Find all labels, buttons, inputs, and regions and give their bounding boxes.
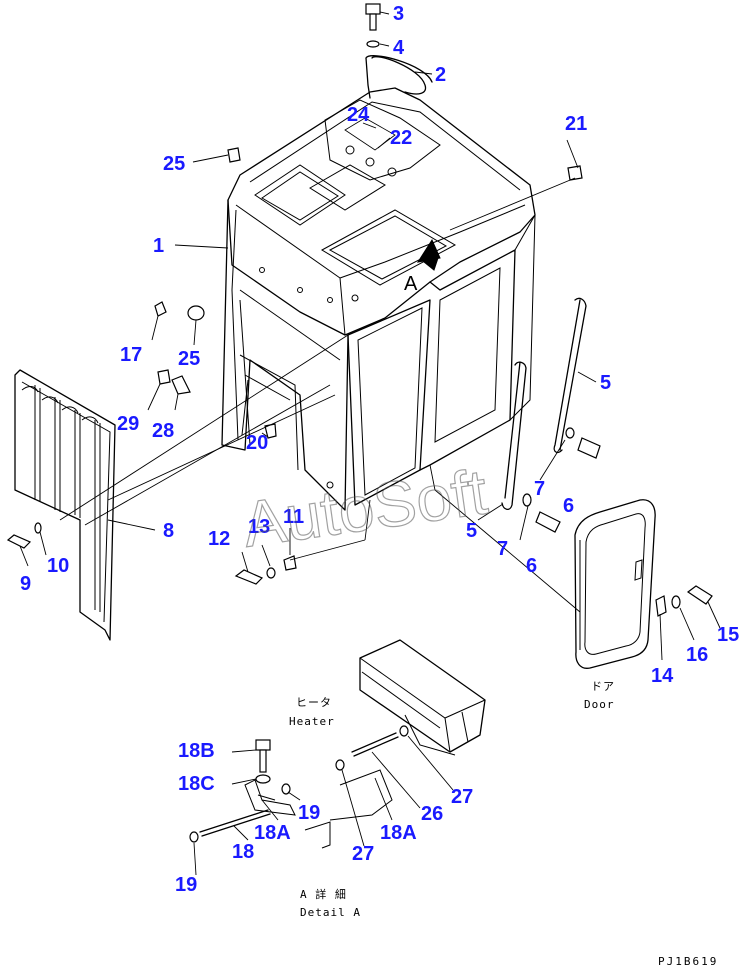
callout-29: 29: [117, 413, 139, 435]
callout-1: 1: [153, 235, 164, 257]
door-bolts: [655, 585, 713, 617]
detail-a: [189, 725, 409, 849]
leader-lines: [19, 11, 721, 876]
callout-25: 25: [178, 348, 200, 370]
callout-19-lower: 19: [175, 874, 197, 896]
callout-27-right: 27: [451, 786, 473, 808]
guard-bolt: [6, 522, 42, 549]
callout-5-upper: 5: [600, 372, 611, 394]
detail-caption-jp: A 詳 細: [300, 887, 347, 901]
callout-labels: 3 4 2 24 22 21 25 1 17 25 29 28 20 5 7 6…: [20, 3, 739, 896]
callout-11: 11: [283, 506, 304, 528]
callout-13: 13: [248, 516, 270, 538]
door-caption-en: Door: [584, 698, 615, 711]
callout-5-lower: 5: [466, 520, 477, 542]
callout-17: 17: [120, 344, 142, 366]
callout-8: 8: [163, 520, 174, 542]
callout-26: 26: [421, 803, 443, 825]
callout-20: 20: [246, 432, 268, 454]
callout-10: 10: [47, 555, 69, 577]
callout-4: 4: [393, 37, 405, 59]
cab-frame: [221, 87, 536, 511]
callout-7-upper: 7: [534, 478, 545, 500]
callout-18a-right: 18A: [380, 822, 417, 844]
callout-6-upper: 6: [563, 495, 574, 517]
callout-3: 3: [393, 3, 404, 25]
callout-9: 9: [20, 573, 31, 595]
heater-caption-en: Heater: [289, 715, 335, 728]
callout-18c: 18C: [178, 773, 215, 795]
callout-19-upper: 19: [298, 802, 320, 824]
callout-6-lower: 6: [526, 555, 537, 577]
heater-caption-jp: ヒータ: [296, 696, 332, 709]
callout-21: 21: [565, 113, 587, 135]
top-bolt-assembly: [365, 3, 433, 99]
small-fittings: [154, 147, 583, 439]
callout-18a-left: 18A: [254, 822, 291, 844]
callout-18b: 18B: [178, 740, 215, 762]
callout-12: 12: [208, 528, 230, 550]
door-caption-jp: ドア: [591, 680, 615, 693]
door-window: [574, 499, 656, 669]
callout-18: 18: [232, 841, 254, 863]
callout-23: 24: [347, 104, 370, 126]
view-letter: A: [404, 273, 418, 295]
handrails: [501, 297, 587, 510]
watermark: AutoSoft: [238, 455, 491, 560]
callout-24: 25: [163, 153, 185, 175]
callout-14: 14: [651, 665, 674, 687]
detail-caption-en: Detail A: [300, 906, 361, 919]
callout-2: 2: [435, 64, 446, 86]
callout-16: 16: [686, 644, 708, 666]
side-guard: [14, 369, 116, 641]
pillar-bolts: [234, 555, 297, 585]
callout-7-lower: 7: [497, 538, 508, 560]
callout-27-left: 27: [352, 843, 374, 865]
figure-code: PJ1B619: [658, 955, 718, 968]
callout-15: 15: [717, 624, 739, 646]
callout-22: 22: [390, 127, 412, 149]
rail-bolts: [522, 427, 601, 533]
callout-28: 28: [152, 420, 174, 442]
heater-unit: [359, 639, 486, 756]
